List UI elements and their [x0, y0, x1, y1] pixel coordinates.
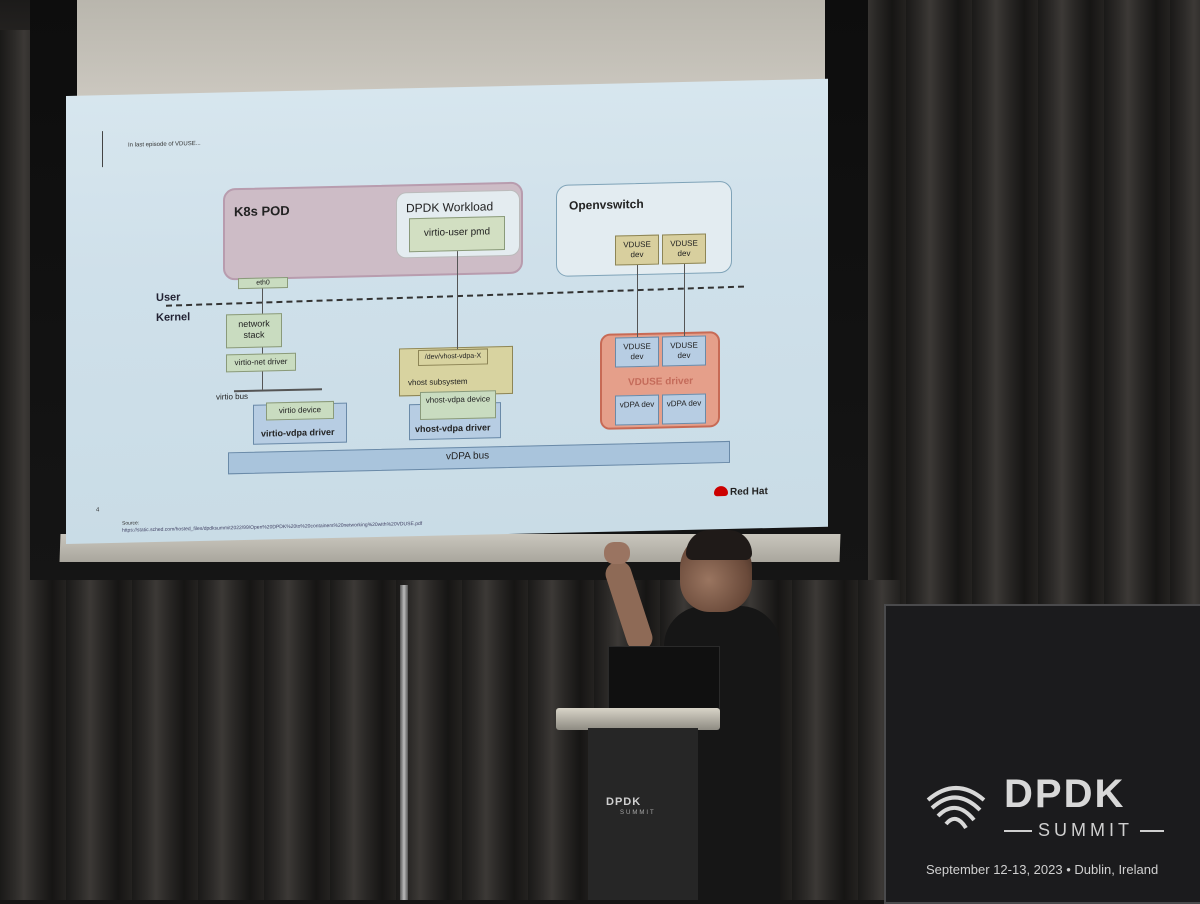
ovs-vduse-dev-2: VDUSE dev [662, 233, 706, 265]
presentation-slide: In last episode of VDUSE... K8s POD DPDK… [66, 78, 828, 545]
kernel-vduse-dev-1: VDUSE dev [615, 336, 659, 368]
podium-logo-sub: SUMMIT [620, 810, 656, 816]
eth0-box: eth0 [238, 276, 288, 290]
dpdk-logo-icon [926, 786, 986, 830]
dpdk-workload-label: DPDK Workload [406, 199, 494, 216]
red-hat-brand: Red Hat [730, 486, 768, 498]
user-space-label: User [156, 291, 181, 304]
vhost-vdpa-device-box: vhost-vdpa device [420, 390, 496, 420]
dev-vhost-vdpa-box: /dev/vhost-vdpa-X [418, 348, 488, 367]
vhost-subsystem-label: vhost subsystem [408, 376, 468, 388]
virtio-vdpa-driver-label: virtio-vdpa driver [261, 426, 335, 439]
openvswitch-label: Openvswitch [569, 196, 644, 213]
virtio-user-pmd-box: virtio-user pmd [409, 216, 505, 253]
virtio-bus-label: virtio bus [216, 391, 249, 402]
podium-logo: DPDK [606, 796, 642, 808]
event-banner [884, 604, 1200, 904]
connector-eth0-netstack [262, 288, 263, 314]
connector-driver-bus [262, 371, 263, 390]
laptop [608, 646, 720, 712]
vdpa-dev-1: vDPA dev [615, 394, 659, 426]
vduse-driver-label: VDUSE driver [628, 375, 694, 389]
connector-ovs-vduse-2 [684, 263, 685, 336]
banner-title: DPDK [1004, 772, 1126, 816]
source-url: https://static.sched.com/hosted_files/dp… [122, 520, 423, 534]
presenter-hand [604, 542, 630, 564]
kernel-vduse-dev-2: VDUSE dev [662, 335, 706, 367]
connector-ovs-vduse-1 [637, 265, 638, 338]
podium [588, 728, 698, 900]
podium-top [556, 708, 720, 730]
slide-title: In last episode of VDUSE... [128, 140, 201, 149]
banner-subtitle-rule-right [1140, 830, 1164, 832]
ovs-vduse-dev-1: VDUSE dev [615, 234, 659, 266]
banner-date-location: September 12-13, 2023 • Dublin, Ireland [926, 862, 1159, 877]
kernel-space-label: Kernel [156, 311, 191, 324]
connector-pmd-vhost [457, 251, 458, 350]
presenter-hair [686, 530, 752, 560]
slide-accent-bar [102, 131, 103, 168]
vdpa-bus-label: vDPA bus [446, 450, 490, 463]
virtio-device-box: virtio device [266, 400, 334, 421]
banner-subtitle: SUMMIT [1038, 820, 1133, 840]
red-hat-logo-icon [714, 485, 728, 497]
stand-pole [400, 585, 408, 900]
banner-subtitle-rule-left [1004, 830, 1032, 832]
page-number: 4 [96, 507, 100, 514]
vdpa-dev-2: vDPA dev [662, 393, 706, 425]
vhost-vdpa-driver-label: vhost-vdpa driver [415, 422, 491, 435]
k8s-pod-label: K8s POD [234, 202, 290, 220]
connector-netstack-driver [262, 347, 263, 354]
virtio-net-driver-box: virtio-net driver [226, 352, 296, 373]
network-stack-box: network stack [226, 313, 282, 349]
